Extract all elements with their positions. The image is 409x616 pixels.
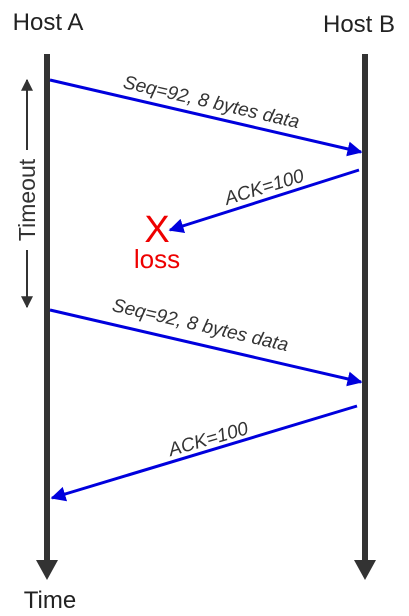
timeout-label: Timeout: [14, 158, 40, 241]
time-axis-label: Time: [24, 587, 76, 614]
host-b-timeline: [354, 54, 376, 580]
host-a-timeline: [36, 54, 58, 580]
segment-arrow-1: [49, 78, 363, 157]
ack-arrow-2: [50, 404, 358, 502]
loss-x-icon: X: [144, 209, 169, 251]
segment-label-2: Seq=92, 8 bytes data: [110, 295, 290, 356]
ack-arrow-1: [168, 168, 360, 234]
host-b-label: Host B: [323, 11, 395, 38]
loss-label: loss: [134, 244, 180, 274]
ack-label-2: ACK=100: [165, 418, 251, 461]
segment-arrow-2: [49, 308, 363, 387]
host-a-label: Host A: [13, 9, 84, 36]
ack-label-1: ACK=100: [221, 166, 307, 210]
